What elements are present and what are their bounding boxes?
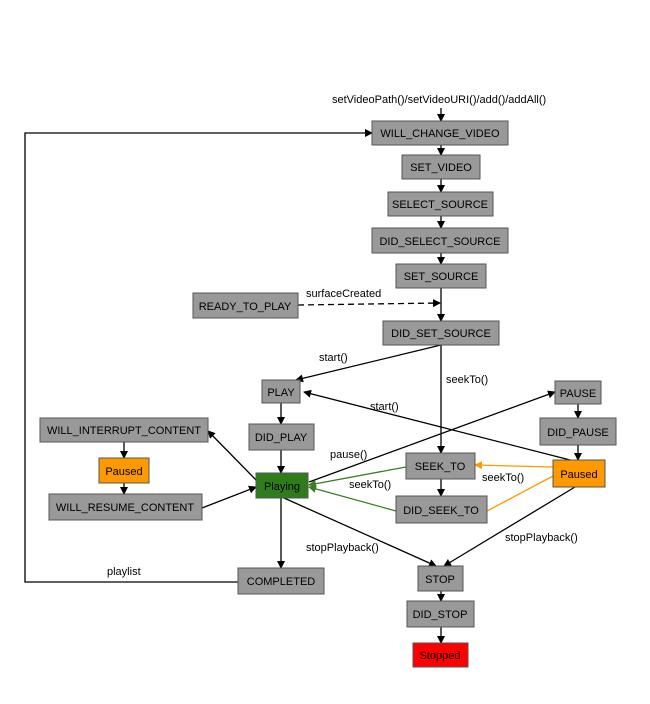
node-stop: STOP xyxy=(417,565,464,592)
node-completed-label: COMPLETED xyxy=(247,576,316,588)
edge-start-2 xyxy=(303,389,579,463)
node-paused-right-label: Paused xyxy=(560,469,597,481)
label-stop-playback-2: stopPlayback() xyxy=(505,532,578,544)
node-will-interrupt-content: WILL_INTERRUPT_CONTENT xyxy=(39,417,209,443)
node-did-play: DID_PLAY xyxy=(248,423,315,451)
node-did-pause: DID_PAUSE xyxy=(539,417,617,446)
edge-playlist xyxy=(24,129,373,583)
node-seek-to: SEEK_TO xyxy=(405,452,476,480)
edge-will-resume-to-playing xyxy=(201,485,257,509)
node-will-change-video: WILL_CHANGE_VIDEO xyxy=(371,120,509,146)
node-playing: Playing xyxy=(255,472,309,499)
edge-pause xyxy=(308,390,556,483)
edge-seek-to-2 xyxy=(308,466,407,488)
node-seek-to-label: SEEK_TO xyxy=(415,461,466,473)
label-surface-created: surfaceCreated xyxy=(306,288,381,300)
label-seek-to-1: seekTo() xyxy=(446,374,488,386)
node-did-seek-to: DID_SEEK_TO xyxy=(395,495,488,524)
node-playing-label: Playing xyxy=(264,481,300,493)
label-entry: setVideoPath()/setVideoURI()/add()/addAl… xyxy=(332,94,546,106)
label-stop-playback-1: stopPlayback() xyxy=(306,542,379,554)
node-did-seek-to-label: DID_SEEK_TO xyxy=(403,505,479,517)
node-stopped: Stopped xyxy=(412,642,469,668)
node-select-source-label: SELECT_SOURCE xyxy=(392,199,488,211)
node-play: PLAY xyxy=(261,379,301,404)
node-will-resume-content-label: WILL_RESUME_CONTENT xyxy=(56,502,194,514)
label-seek-to-3: seekTo() xyxy=(482,472,524,484)
edge-did-seek-to-playing xyxy=(308,485,397,512)
edge-surface-created xyxy=(297,299,441,308)
node-pause: PAUSE xyxy=(554,380,602,405)
node-did-set-source: DID_SET_SOURCE xyxy=(382,320,500,346)
node-did-stop: DID_STOP xyxy=(406,600,475,628)
node-did-set-source-label: DID_SET_SOURCE xyxy=(391,328,491,340)
label-pause: pause() xyxy=(330,449,367,461)
node-will-change-video-label: WILL_CHANGE_VIDEO xyxy=(380,128,500,140)
node-paused-right: Paused xyxy=(552,459,606,488)
node-ready-to-play: READY_TO_PLAY xyxy=(192,292,299,319)
node-set-source: SET_SOURCE xyxy=(395,263,487,289)
label-seek-to-2: seekTo() xyxy=(349,479,391,491)
node-paused-left-label: Paused xyxy=(105,466,142,478)
node-stopped-label: Stopped xyxy=(420,650,461,662)
node-stop-label: STOP xyxy=(425,574,455,586)
edge-stop-playback-1 xyxy=(283,497,437,567)
node-set-video: SET_VIDEO xyxy=(401,154,481,180)
node-will-interrupt-content-label: WILL_INTERRUPT_CONTENT xyxy=(47,425,201,437)
node-play-label: PLAY xyxy=(267,387,295,399)
node-will-resume-content: WILL_RESUME_CONTENT xyxy=(48,493,203,521)
node-pause-label: PAUSE xyxy=(560,388,596,400)
node-did-play-label: DID_PLAY xyxy=(255,432,308,444)
edge-seek-to-3 xyxy=(474,461,554,470)
label-playlist: playlist xyxy=(107,566,141,578)
edge-start-1 xyxy=(295,344,442,383)
node-paused-left: Paused xyxy=(98,457,150,484)
label-start-1: start() xyxy=(319,352,348,364)
edge-stop-playback-2 xyxy=(443,486,576,567)
edge-playing-to-will-interrupt xyxy=(207,430,257,481)
node-did-select-source-label: DID_SELECT_SOURCE xyxy=(379,236,500,248)
node-ready-to-play-label: READY_TO_PLAY xyxy=(199,301,292,313)
node-set-source-label: SET_SOURCE xyxy=(404,271,479,283)
node-did-pause-label: DID_PAUSE xyxy=(547,427,609,439)
node-set-video-label: SET_VIDEO xyxy=(410,162,472,174)
edge-paused-to-did-seek xyxy=(486,475,554,512)
node-did-select-source: DID_SELECT_SOURCE xyxy=(371,227,509,254)
node-completed: COMPLETED xyxy=(237,567,325,595)
node-select-source: SELECT_SOURCE xyxy=(387,191,494,217)
label-start-2: start() xyxy=(370,401,399,413)
node-did-stop-label: DID_STOP xyxy=(413,609,468,621)
